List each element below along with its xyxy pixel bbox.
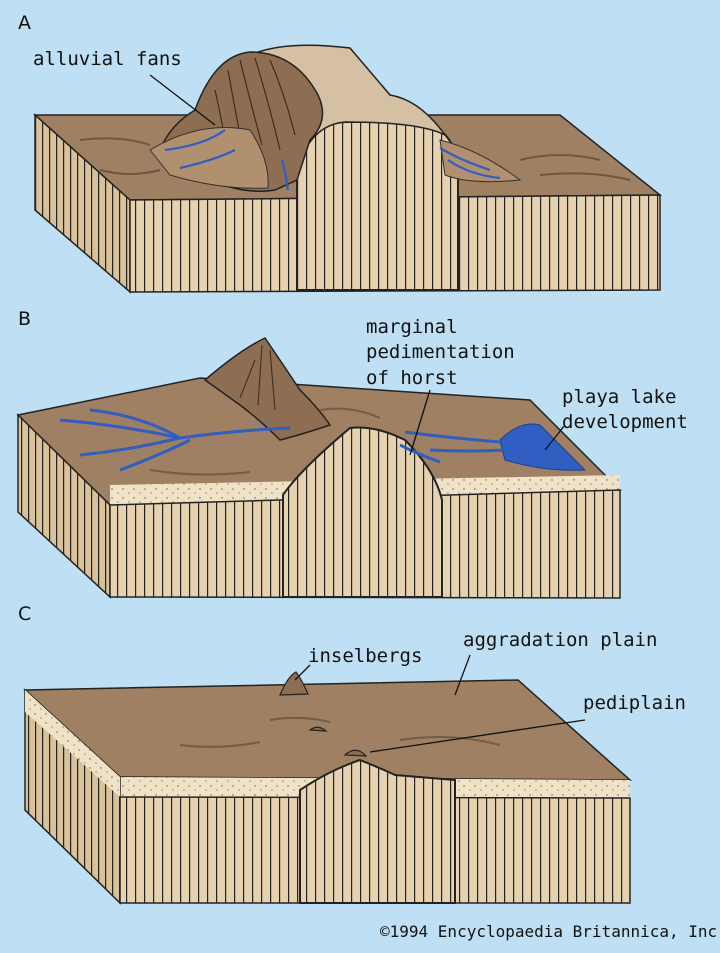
label-playa-line1: playa lake (562, 386, 677, 408)
panel-a-streams (164, 129, 501, 191)
panel-b-horst-front (282, 426, 443, 598)
panel-a-block (33, 44, 663, 294)
label-aggradation-plain: aggradation plain (463, 629, 658, 651)
panel-letter-b: B (18, 308, 32, 330)
label-marginal-line2: pedimentation (366, 341, 515, 363)
panel-c-top-surface (23, 679, 632, 781)
panel-c-horst-front (299, 758, 456, 904)
panel-b-playa-lake (499, 423, 587, 471)
panel-a-horst-front (296, 121, 459, 291)
label-inselbergs: inselbergs (308, 645, 423, 667)
copyright-notice: ©1994 Encyclopaedia Britannica, Inc. (380, 922, 720, 941)
panel-a-alluvial-fan (149, 127, 269, 189)
label-pediplain: pediplain (583, 692, 686, 714)
panel-c-inselbergs (279, 671, 368, 757)
panel-b-block (16, 337, 622, 599)
panel-letter-c: C (18, 603, 32, 625)
label-marginal-line3: of horst (366, 367, 458, 389)
label-alluvial-fans: alluvial fans (33, 48, 182, 70)
panel-b-peak (203, 337, 332, 441)
label-playa-line2: development (562, 411, 688, 433)
label-marginal-line1: marginal (366, 316, 458, 338)
panel-b-drainage (59, 408, 506, 472)
panel-c-block (23, 654, 632, 905)
panel-letter-a: A (18, 12, 31, 34)
